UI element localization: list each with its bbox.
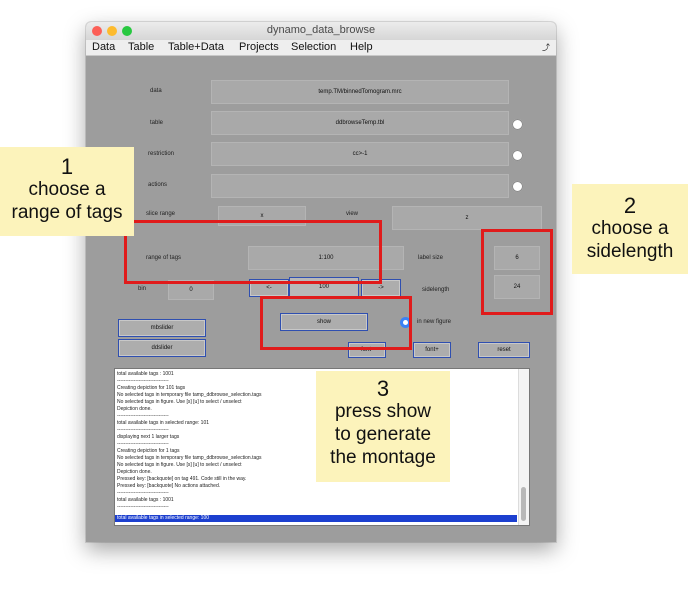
view-field[interactable]: z bbox=[392, 206, 542, 230]
note-2-number: 2 bbox=[623, 193, 637, 218]
log-scrollbar[interactable] bbox=[518, 369, 529, 525]
menu-table-data[interactable]: Table+Data bbox=[168, 41, 224, 53]
menu-projects[interactable]: Projects bbox=[239, 41, 279, 53]
font-minus-button[interactable]: font- bbox=[348, 342, 386, 358]
actions-label: actions bbox=[148, 182, 168, 188]
note-1-line-1: choose a bbox=[28, 179, 106, 200]
minimize-window-icon[interactable] bbox=[107, 26, 117, 36]
table-field[interactable]: ddbrowseTemp.tbl bbox=[211, 111, 509, 135]
note-3-number: 3 bbox=[376, 376, 390, 401]
annotation-note-2: 2 choose a sidelength bbox=[572, 184, 688, 274]
annotation-note-1: 1 choose a range of tags bbox=[0, 147, 134, 236]
note-1-line-2: range of tags bbox=[11, 202, 123, 223]
zoom-window-icon[interactable] bbox=[122, 26, 132, 36]
menu-bar: Data Table Table+Data Projects Selection… bbox=[86, 40, 556, 56]
font-plus-button[interactable]: font+ bbox=[413, 342, 451, 358]
actions-radio[interactable] bbox=[512, 181, 523, 192]
data-label: data bbox=[150, 88, 162, 94]
table-label: table bbox=[150, 120, 164, 126]
menu-table[interactable]: Table bbox=[128, 41, 155, 53]
menu-overflow-icon[interactable]: ⤴ bbox=[542, 43, 550, 52]
log-line: ------------------------------- bbox=[117, 490, 169, 496]
reset-button[interactable]: reset bbox=[478, 342, 530, 358]
log-line: ------------------------------- bbox=[117, 413, 169, 419]
title-bar: dynamo_data_browse bbox=[86, 22, 556, 41]
log-line: No selected tags in temporary file tamp_… bbox=[117, 392, 262, 398]
note-3-line-2: to generate bbox=[334, 424, 432, 445]
log-line: ------------------------------- bbox=[117, 441, 169, 447]
menu-data[interactable]: Data bbox=[92, 41, 116, 53]
log-line: Depiction done. bbox=[117, 406, 152, 412]
log-selected-line[interactable]: total available tags in selected range: … bbox=[115, 515, 517, 522]
note-3-line-3: the montage bbox=[330, 447, 436, 468]
sidelength-label: sidelength bbox=[422, 287, 450, 293]
log-line: total available tags : 1001 bbox=[117, 371, 174, 377]
note-1-number: 1 bbox=[60, 154, 74, 179]
annotation-box-range-of-tags bbox=[124, 220, 382, 284]
annotation-box-sidelength bbox=[481, 229, 553, 315]
ddslider-button[interactable]: ddslider bbox=[118, 339, 206, 357]
menu-help[interactable]: Help bbox=[350, 41, 373, 53]
restriction-label: restriction bbox=[148, 151, 175, 157]
note-3-line-1: press show bbox=[334, 401, 432, 422]
log-line: ------------------------------- bbox=[117, 504, 169, 510]
log-line: ------------------------------- bbox=[117, 427, 169, 433]
log-line: total available tags in selected range: … bbox=[117, 420, 210, 426]
bin-field[interactable]: 0 bbox=[168, 280, 214, 300]
note-2-line-1: choose a bbox=[591, 218, 669, 239]
range-of-tags-label: range of tags bbox=[146, 255, 182, 261]
slice-range-label: slice range bbox=[146, 211, 176, 217]
mbslider-button[interactable]: mbslider bbox=[118, 319, 206, 337]
log-line: total available tags : 1001 bbox=[117, 497, 174, 503]
log-selected-text: total available tags in selected range: … bbox=[117, 515, 210, 521]
log-line: No selected tags in figure. Use [s] [u] … bbox=[117, 462, 242, 468]
log-line: No selected tags in temporary file tamp_… bbox=[117, 455, 262, 461]
log-line: Depiction done. bbox=[117, 469, 152, 475]
table-radio[interactable] bbox=[512, 119, 523, 130]
restriction-radio[interactable] bbox=[512, 150, 523, 161]
bin-label: bin bbox=[138, 286, 147, 292]
log-line: Creating depiction for 1 tags bbox=[117, 448, 180, 454]
log-line: Creating depiction for 101 tags bbox=[117, 385, 186, 391]
data-field[interactable]: temp.TM/binnedTomogram.mrc bbox=[211, 80, 509, 104]
log-line: ------------------------------- bbox=[117, 378, 169, 384]
sidelength-field[interactable]: 24 bbox=[494, 275, 540, 299]
log-line: Pressed key: [backquote] No actions atta… bbox=[117, 483, 221, 489]
log-scroll-thumb[interactable] bbox=[521, 487, 526, 521]
note-2-line-2: sidelength bbox=[586, 241, 674, 262]
range-of-tags-field[interactable]: 1:100 bbox=[248, 246, 404, 270]
close-window-icon[interactable] bbox=[92, 26, 102, 36]
actions-field[interactable] bbox=[211, 174, 509, 198]
annotation-note-3: 3 press show to generate the montage bbox=[316, 371, 450, 482]
show-button[interactable]: show bbox=[280, 313, 368, 331]
label-size-field[interactable]: 6 bbox=[494, 246, 540, 270]
annotation-box-show bbox=[260, 296, 412, 350]
in-new-figure-radio[interactable] bbox=[400, 317, 411, 328]
log-line: Pressed key: [backquote] on tag 491. Cod… bbox=[117, 476, 247, 482]
view-label: view bbox=[346, 211, 359, 217]
in-new-figure-label: in new figure bbox=[417, 319, 452, 325]
menu-selection[interactable]: Selection bbox=[291, 41, 337, 53]
restriction-field[interactable]: cc>-1 bbox=[211, 142, 509, 166]
log-line: displaying next 1 larger tags bbox=[117, 434, 180, 440]
log-line: No selected tags in figure. Use [s] [u] … bbox=[117, 399, 242, 405]
label-size-label: label size bbox=[418, 255, 444, 261]
window-title: dynamo_data_browse bbox=[266, 24, 376, 36]
